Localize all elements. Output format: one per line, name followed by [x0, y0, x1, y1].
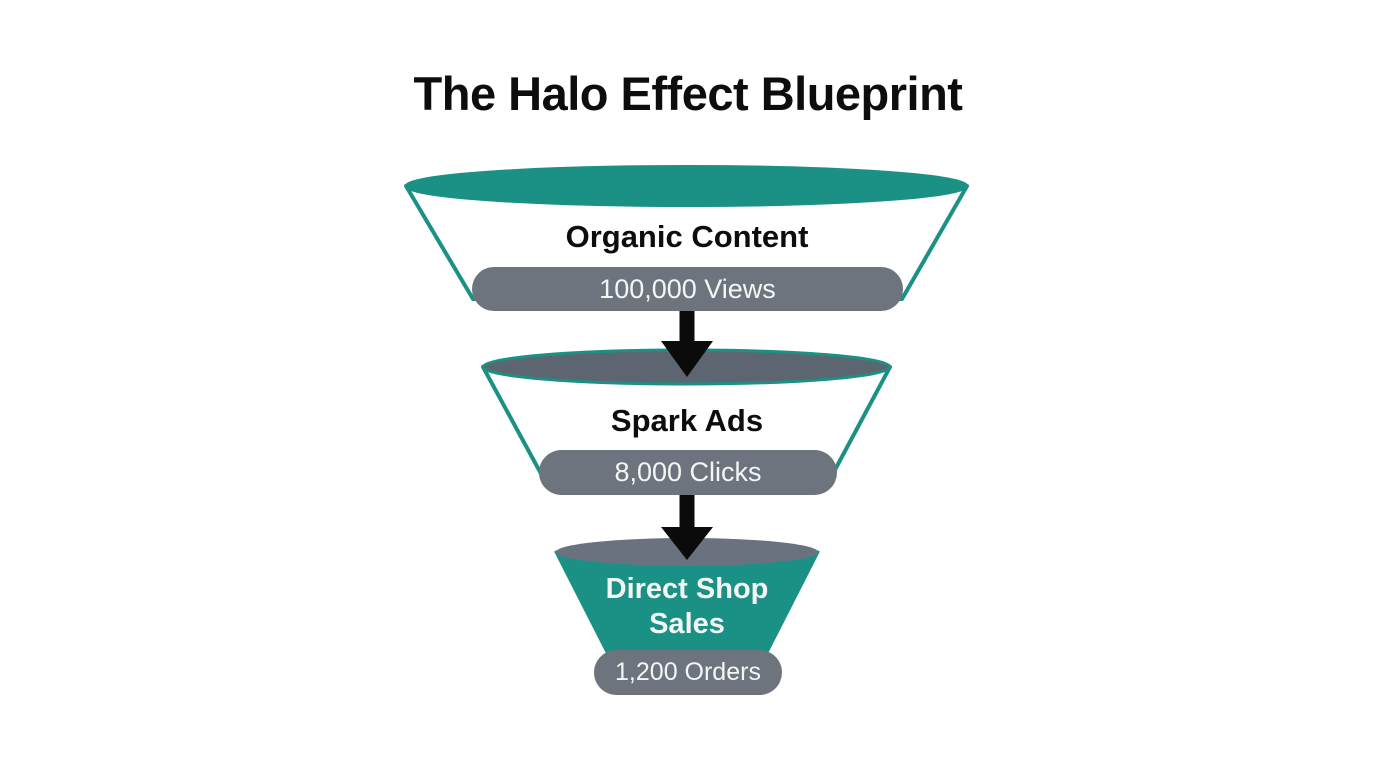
stage3-label: Direct Shop Sales: [605, 573, 769, 640]
arrow-down-icon: [661, 300, 713, 377]
arrow-down-icon: [661, 488, 713, 560]
page-title: The Halo Effect Blueprint: [413, 67, 963, 120]
stage2-metric-pill: 8,000 Clicks: [539, 450, 837, 495]
stage1-label: Organic Content: [565, 219, 809, 254]
stage1-metric-pill: 100,000 Views: [472, 267, 903, 311]
funnel-stage1-top-ellipse: [404, 165, 969, 207]
stage2-label: Spark Ads: [610, 403, 764, 438]
stage3-metric-pill: 1,200 Orders: [594, 650, 782, 695]
